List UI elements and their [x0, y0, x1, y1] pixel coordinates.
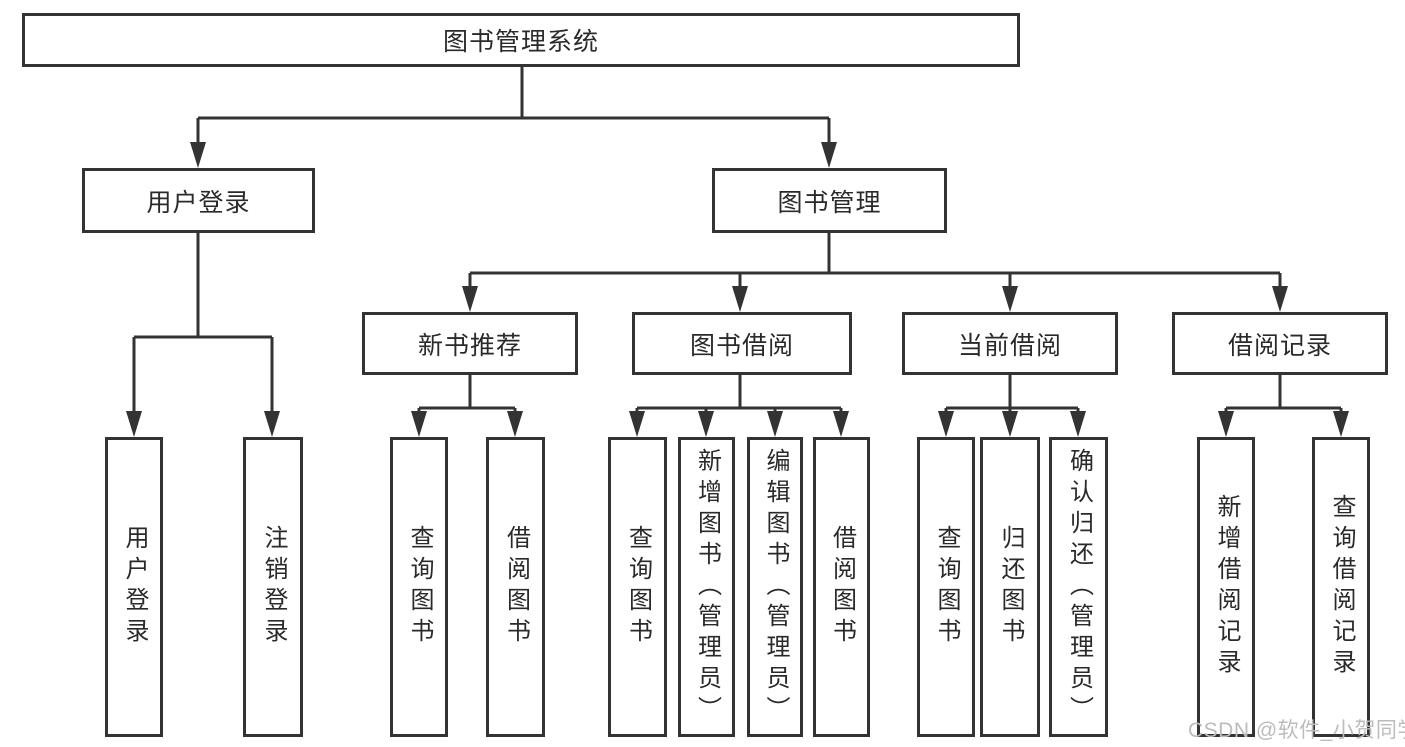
leaf-edit-books-admin: 编辑图书（管理员）	[747, 437, 803, 737]
leaf-query-books-1: 查询图书	[390, 437, 448, 737]
node-root-label: 图书管理系统	[442, 28, 599, 56]
leaf-borrow-books-2: 借阅图书	[813, 437, 870, 737]
node-borrow-records-label: 借阅记录	[1227, 331, 1332, 360]
leaf-add-borrow-record-label: 新增借阅记录	[1213, 494, 1240, 680]
node-user-login: 用户登录	[82, 168, 315, 233]
leaf-query-books-2: 查询图书	[608, 437, 667, 737]
watermark: CSDN @软件_小贺同学	[1188, 719, 1405, 742]
leaf-query-books-2-label: 查询图书	[624, 525, 652, 649]
node-new-book-recommend: 新书推荐	[362, 312, 578, 375]
node-user-login-label: 用户登录	[146, 188, 251, 217]
node-book-borrow: 图书借阅	[632, 312, 852, 375]
leaf-add-books-admin-label: 新增图书（管理员）	[693, 447, 721, 727]
node-borrow-records: 借阅记录	[1172, 312, 1388, 375]
node-root: 图书管理系统	[22, 13, 1020, 67]
leaf-query-books-3: 查询图书	[917, 437, 975, 737]
leaf-query-borrow-record-label: 查询借阅记录	[1328, 494, 1355, 680]
leaf-user-login-label: 用户登录	[121, 525, 148, 649]
leaf-logout: 注销登录	[243, 437, 303, 737]
leaf-borrow-books-2-label: 借阅图书	[828, 525, 856, 649]
leaf-query-borrow-record: 查询借阅记录	[1312, 437, 1370, 737]
node-book-management: 图书管理	[712, 168, 947, 233]
leaf-return-books-label: 归还图书	[997, 525, 1024, 649]
leaf-edit-books-admin-label: 编辑图书（管理员）	[762, 447, 789, 727]
leaf-user-login: 用户登录	[105, 437, 163, 737]
leaf-confirm-return-admin: 确认归还（管理员）	[1049, 437, 1108, 737]
node-book-management-label: 图书管理	[777, 188, 882, 217]
node-book-borrow-label: 图书借阅	[689, 331, 794, 360]
leaf-add-borrow-record: 新增借阅记录	[1197, 437, 1255, 737]
leaf-borrow-books-1: 借阅图书	[486, 437, 545, 737]
node-current-borrow: 当前借阅	[902, 312, 1118, 375]
node-current-borrow-label: 当前借阅	[957, 331, 1062, 360]
leaf-borrow-books-1-label: 借阅图书	[502, 525, 530, 649]
leaf-confirm-return-admin-label: 确认归还（管理员）	[1065, 447, 1093, 727]
node-new-book-recommend-label: 新书推荐	[417, 331, 522, 360]
leaf-query-books-1-label: 查询图书	[406, 525, 433, 649]
leaf-add-books-admin: 新增图书（管理员）	[678, 437, 735, 737]
leaf-logout-label: 注销登录	[260, 525, 287, 649]
leaf-query-books-3-label: 查询图书	[933, 525, 960, 649]
leaf-return-books: 归还图书	[980, 437, 1040, 737]
